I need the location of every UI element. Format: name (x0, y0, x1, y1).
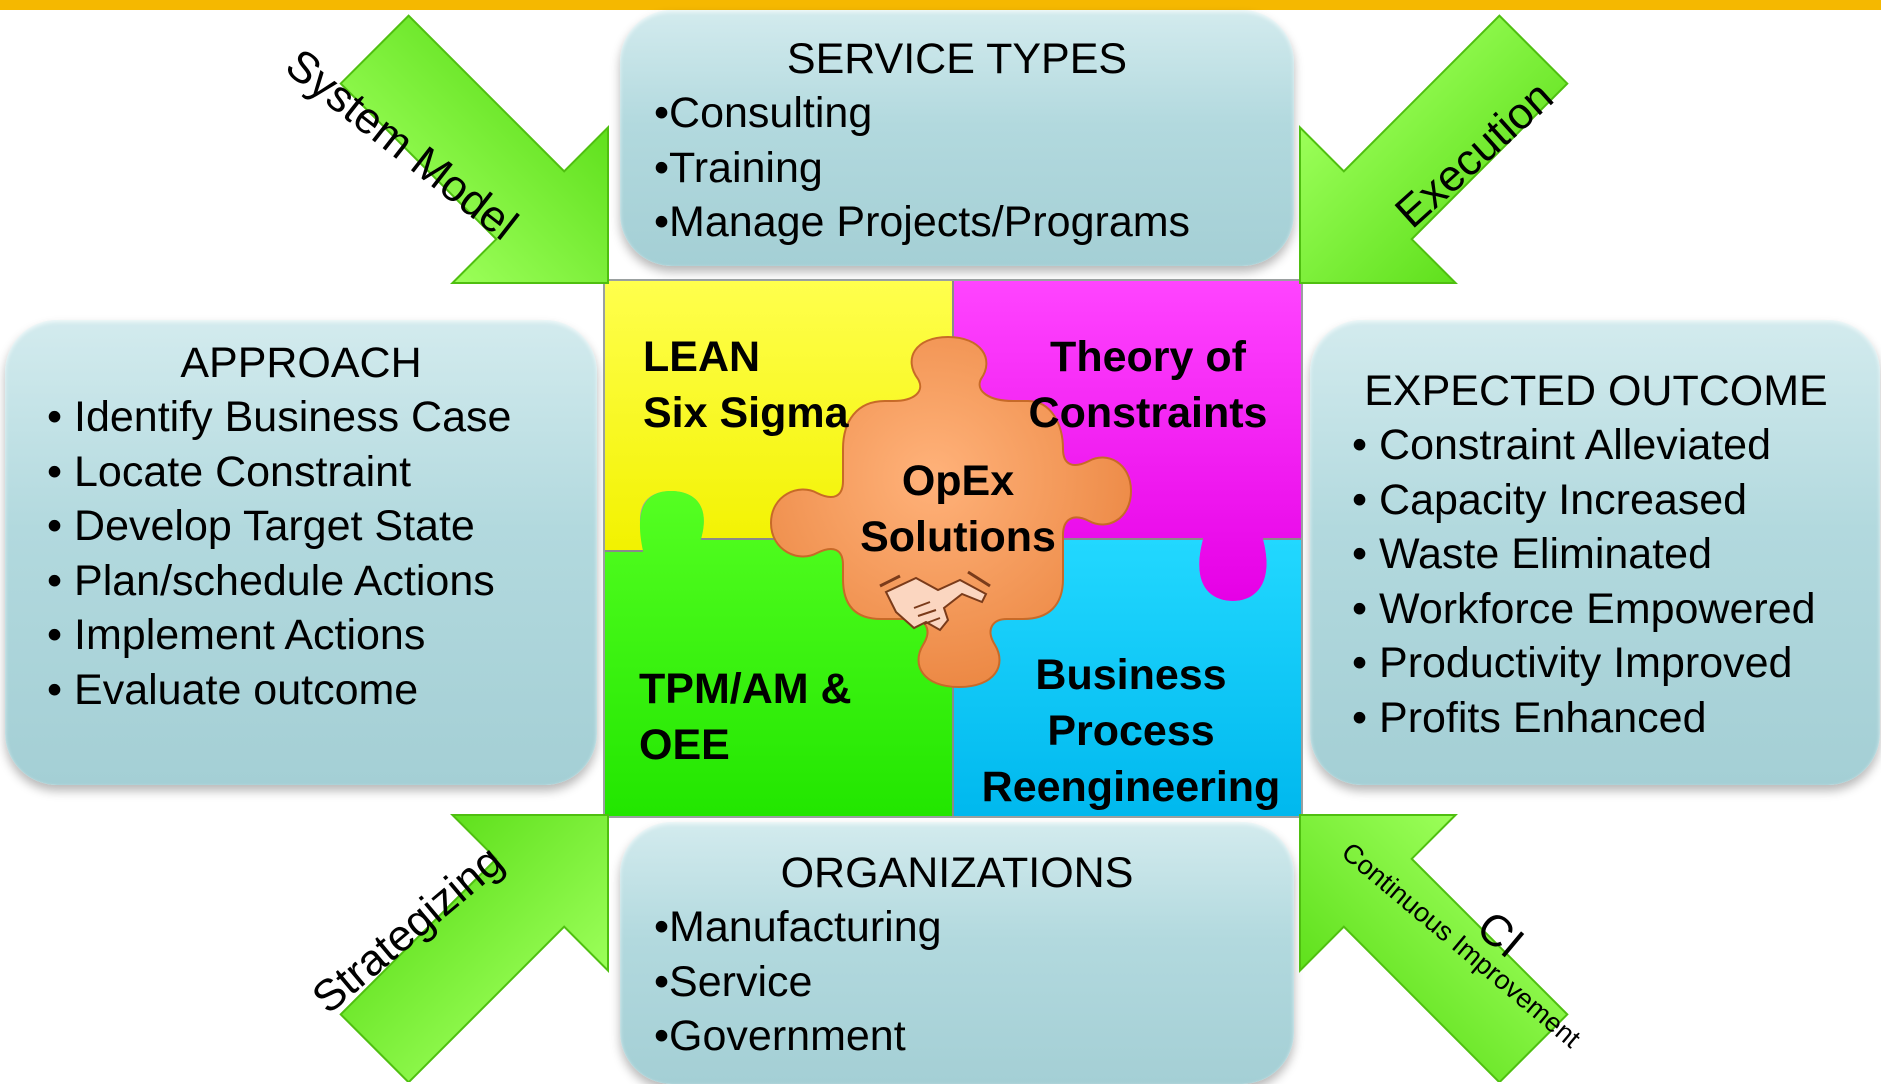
list-item-label: Locate Constraint (74, 447, 412, 496)
list-item: • Workforce Empowered (1352, 584, 1816, 633)
expected-outcome-title: EXPECTED OUTCOME (1364, 367, 1828, 415)
approach-box: APPROACH • Identify Business Case • Loca… (5, 320, 597, 785)
service-types-title: SERVICE TYPES (786, 35, 1128, 83)
lean-label-line: LEAN (643, 333, 761, 381)
tpm-label: TPM/AM & OEE (639, 661, 852, 773)
expected-outcome-box: EXPECTED OUTCOME • Constraint Alleviated… (1310, 320, 1880, 785)
organizations-title: ORGANIZATIONS (780, 849, 1134, 897)
toc-label-line: Constraints (1028, 389, 1268, 437)
list-item-label: Plan/schedule Actions (74, 556, 495, 605)
puzzle-graphic (603, 279, 1303, 818)
list-item-label: Constraint Alleviated (1379, 421, 1772, 469)
toc-label-line: Theory of (1050, 333, 1246, 381)
bpr-label-line: Reengineering (981, 763, 1281, 811)
list-item: • Implement Actions (47, 611, 426, 659)
system-model-label: System Model (276, 39, 527, 250)
list-item: • Waste Eliminated (1352, 530, 1712, 578)
center-label: OpEx Solutions (848, 453, 1068, 565)
list-item-label: Waste Eliminated (1379, 530, 1712, 578)
list-item: • Locate Constraint (47, 447, 412, 496)
list-item-label: Capacity Increased (1379, 475, 1748, 524)
list-item: • Productivity Improved (1352, 639, 1793, 687)
list-item: •Government (654, 1012, 906, 1060)
expected-outcome-list: • Constraint Alleviated • Capacity Incre… (1352, 418, 1880, 745)
top-accent-bar (0, 0, 1881, 10)
list-item: • Profits Enhanced (1352, 693, 1707, 742)
list-item: • Constraint Alleviated (1352, 421, 1772, 469)
service-types-list: •Consulting •Training •Manage Projects/P… (654, 86, 1294, 250)
list-item: •Consulting (654, 89, 873, 137)
tpm-label-line: TPM/AM & (639, 665, 852, 713)
organizations-box: ORGANIZATIONS •Manufacturing •Service •G… (620, 822, 1294, 1084)
continuous-improvement-label: Continuous Improvement (1335, 836, 1587, 1054)
center-label-line: OpEx (901, 457, 1015, 505)
lean-label-line: Six Sigma (643, 389, 849, 437)
bpr-label-line: Process (1047, 707, 1215, 755)
approach-title: APPROACH (180, 339, 422, 387)
list-item: • Identify Business Case (47, 393, 512, 441)
puzzle-diagram: LEAN Six Sigma Theory of Constraints TPM… (603, 279, 1303, 818)
bpr-label: Business Process Reengineering (961, 647, 1301, 815)
list-item-label: Evaluate outcome (74, 665, 419, 714)
service-types-box: SERVICE TYPES •Consulting •Training •Man… (620, 10, 1294, 266)
list-item: • Develop Target State (47, 502, 475, 550)
list-item-label: Productivity Improved (1379, 639, 1793, 687)
center-piece (769, 335, 1133, 689)
toc-label: Theory of Constraints (1013, 329, 1283, 441)
list-item-label: Develop Target State (74, 502, 475, 550)
handshake-icon (879, 570, 991, 632)
bpr-label-line: Business (1035, 651, 1227, 699)
center-label-line: Solutions (860, 513, 1056, 561)
list-item: •Manage Projects/Programs (654, 198, 1191, 246)
list-item: • Plan/schedule Actions (47, 556, 495, 605)
list-item-label: Profits Enhanced (1379, 693, 1707, 742)
approach-list: • Identify Business Case • Locate Constr… (47, 390, 597, 717)
list-item-label: Implement Actions (74, 611, 426, 659)
tpm-label-line: OEE (639, 721, 730, 769)
list-item: • Capacity Increased (1352, 475, 1748, 524)
organizations-list: •Manufacturing •Service •Government (654, 900, 1294, 1064)
list-item-label: Workforce Empowered (1379, 584, 1816, 633)
list-item: •Training (654, 143, 823, 192)
list-item: •Service (654, 957, 813, 1006)
list-item: •Manufacturing (654, 903, 942, 951)
list-item: • Evaluate outcome (47, 665, 419, 714)
strategizing-label: Strategizing (303, 836, 513, 1024)
execution-label: Execution (1386, 71, 1563, 238)
lean-label: LEAN Six Sigma (643, 329, 849, 441)
list-item-label: Identify Business Case (74, 393, 512, 441)
